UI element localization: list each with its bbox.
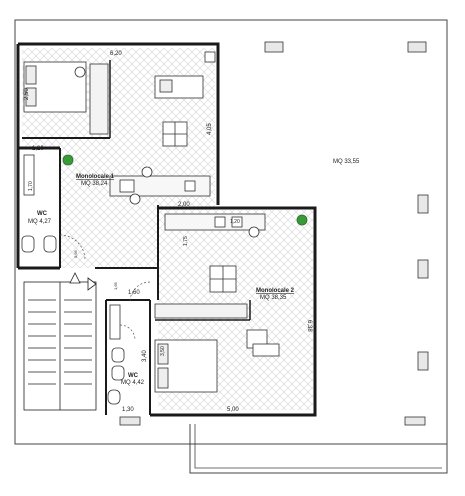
room-area-wc1: MQ 4,27: [28, 219, 52, 225]
planter-1: [264, 41, 284, 53]
hob-icon: [184, 180, 196, 192]
armchair2-icon: [252, 343, 280, 357]
floor-apt1-low: [60, 210, 158, 268]
room-name-wc1: WC: [37, 211, 48, 217]
bedroom1-furniture: [23, 61, 109, 135]
bidet2-icon: [111, 347, 125, 363]
dim-kitchen-small: 1,20: [230, 219, 240, 225]
planter-2: [407, 41, 427, 53]
pillow-icon: [25, 65, 37, 85]
planter-7: [119, 416, 141, 426]
dim-kitchen-width: 2,00: [178, 202, 190, 208]
wardrobe2: [154, 303, 248, 319]
plant-icon: [62, 154, 74, 166]
dim-wc1-height: 1,70: [28, 181, 34, 191]
room-name-wc2: WC: [128, 373, 139, 379]
sink-icon: [119, 179, 135, 193]
dim-hall-small: 1,65: [113, 281, 118, 290]
sink3-icon: [107, 389, 121, 405]
staircase: [23, 272, 97, 411]
dim-bed1-side: 2,50: [24, 88, 30, 100]
dim-door-width: 1,60: [128, 290, 140, 296]
dim-bed2-side: 3,50: [160, 346, 166, 356]
stool-icon: [141, 166, 153, 178]
terrace-outline: [14, 19, 448, 445]
walls-apt2: [105, 206, 317, 417]
wall-apt1-outer: [18, 42, 220, 205]
lamp-icon: [74, 66, 86, 78]
toilet1-icon: [21, 235, 35, 253]
dim-top-width: 6,20: [110, 51, 122, 57]
room-name-monolocale1: Monolocale 1: [76, 174, 115, 180]
cabinet-icon: [204, 51, 216, 63]
shower1: [23, 154, 35, 196]
toilet2-icon: [111, 365, 125, 381]
dimension-labels: 6,20 2,50 4,05 1,20 1,70 2,00 1,20 1,75 …: [24, 51, 312, 413]
wc1-fixtures: [21, 154, 57, 253]
door-arc-wc2: [119, 324, 136, 341]
planter-5: [417, 351, 429, 371]
dim-apt2-width: 5,00: [227, 407, 239, 413]
stool-icon: [129, 193, 141, 205]
dim-wc2-height: 3,40: [142, 350, 148, 362]
stair-arrow-up-icon: [69, 272, 81, 284]
pillow-icon: [157, 367, 169, 389]
dim-wc2-width: 1,30: [122, 407, 134, 413]
sink2-icon: [231, 216, 243, 228]
doors: [59, 234, 151, 341]
planter-4: [417, 259, 429, 279]
planter-3: [417, 194, 429, 214]
apt2-furniture: [154, 213, 308, 393]
stool-icon: [248, 226, 260, 238]
stair-arrow-right-icon: [87, 277, 97, 291]
dim-living1-height: 4,05: [207, 123, 213, 135]
wardrobe1: [89, 63, 109, 135]
living1-furniture: [62, 51, 216, 205]
wc2-fixtures: [107, 304, 125, 405]
walls-apt1: [16, 42, 220, 270]
room-labels: Monolocale 1 MQ 38,24 Monolocale 2 MQ 38…: [28, 174, 295, 386]
dim-corridor-height: 1,75: [183, 236, 189, 246]
armchair-icon: [159, 79, 173, 93]
room-area-monolocale2: MQ 38,35: [260, 295, 287, 301]
pillow-icon: [25, 87, 37, 107]
terrace-area: MQ 33,55: [333, 159, 360, 165]
room-area-monolocale1: MQ 38,24: [81, 181, 108, 187]
plant2-icon: [296, 214, 308, 226]
pillow-icon: [157, 343, 169, 365]
wall-apt2-outer: [150, 206, 317, 417]
room-name-monolocale2: Monolocale 2: [256, 288, 295, 294]
dim-wc1-width: 1,20: [32, 146, 44, 152]
hob2-icon: [214, 216, 226, 228]
door-arc-entry2: [129, 281, 151, 303]
room-area-wc2: MQ 4,42: [121, 380, 145, 386]
terrace-lower-inner: [194, 424, 442, 469]
terrace-lower-outline: [189, 424, 448, 474]
terrace: MQ 33,55: [14, 19, 448, 474]
dim-stair-small: 0,95: [73, 249, 78, 258]
shower2: [109, 304, 121, 340]
bidet1-icon: [43, 235, 57, 253]
planter-6: [404, 416, 426, 426]
door-arc-wc1: [59, 234, 86, 261]
dim-apt2-height: 6,38: [306, 320, 312, 332]
